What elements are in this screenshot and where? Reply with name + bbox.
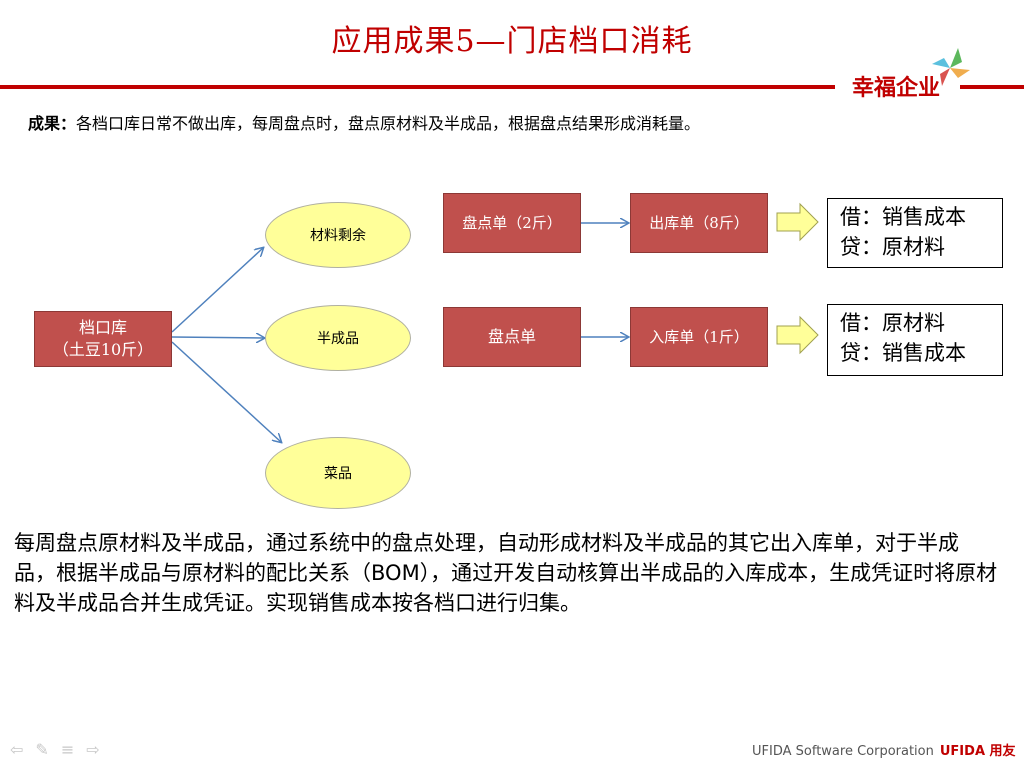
journal-entry-mid: 借：原材料 贷：销售成本 [827, 304, 1003, 376]
credit-line: 贷：销售成本 [840, 341, 966, 365]
bom-term: BOM [371, 561, 420, 585]
header-rule [0, 85, 835, 89]
pen-icon[interactable]: ✎ [35, 740, 49, 759]
pinwheel-logo-icon [932, 48, 970, 86]
footer: UFIDA Software Corporation UFIDA 用友 [752, 740, 1016, 759]
count-sheet-mid-box: 盘点单 [443, 307, 581, 367]
receipt-note-box: 入库单（1斤） [630, 307, 768, 367]
paragraph-part-1: 每周盘点原材料及半成品，通过系统中的盘点处理，自动形成材料及半成品的其它出入库单… [14, 531, 959, 585]
description-paragraph: 每周盘点原材料及半成品，通过系统中的盘点处理，自动形成材料及半成品的其它出入库单… [14, 528, 999, 618]
result-label: 成果： [28, 114, 77, 133]
oval-material-surplus: 材料剩余 [265, 202, 411, 268]
header-rule-right [960, 85, 1024, 89]
arrow-to-semi-finished [171, 337, 264, 338]
menu-icon[interactable]: ≡ [60, 740, 75, 759]
footer-company: UFIDA Software Corporation [752, 744, 934, 759]
footer-brand-logo: UFIDA 用友 [939, 744, 1016, 759]
arrow-to-dish [171, 341, 281, 442]
oval-dish: 菜品 [265, 437, 411, 509]
credit-line: 贷：原材料 [840, 235, 945, 259]
result-statement: 成果：各档口库日常不做出库，每周盘点时，盘点原材料及半成品，根据盘点结果形成消耗… [28, 110, 700, 134]
previous-slide-icon[interactable]: ⇦ [10, 740, 24, 759]
count-sheet-top-box: 盘点单（2斤） [443, 193, 581, 253]
next-slide-icon[interactable]: ⇨ [86, 740, 100, 759]
stall-warehouse-box: 档口库 （土豆10斤） [34, 311, 172, 367]
journal-entry-top: 借：销售成本 贷：原材料 [827, 198, 1003, 268]
issue-note-box: 出库单（8斤） [630, 193, 768, 253]
brand-logo-text: 幸福企业 [852, 76, 941, 101]
block-arrow-mid-icon [776, 315, 819, 355]
arrow-to-material-surplus [171, 248, 263, 333]
debit-line: 借：销售成本 [840, 205, 966, 229]
paragraph-part-2: ），通过开发自动核算出半成品的入库成本，生成凭证时将原材料及半成品合并生成凭证。… [14, 561, 998, 615]
block-arrow-top-icon [776, 202, 819, 242]
debit-line: 借：原材料 [840, 311, 945, 335]
oval-semi-finished: 半成品 [265, 305, 411, 371]
slide-nav: ⇦ ✎ ≡ ⇨ [10, 740, 100, 759]
result-text: 各档口库日常不做出库，每周盘点时，盘点原材料及半成品，根据盘点结果形成消耗量。 [76, 114, 701, 133]
page-title: 应用成果5—门店档口消耗 [331, 24, 693, 59]
